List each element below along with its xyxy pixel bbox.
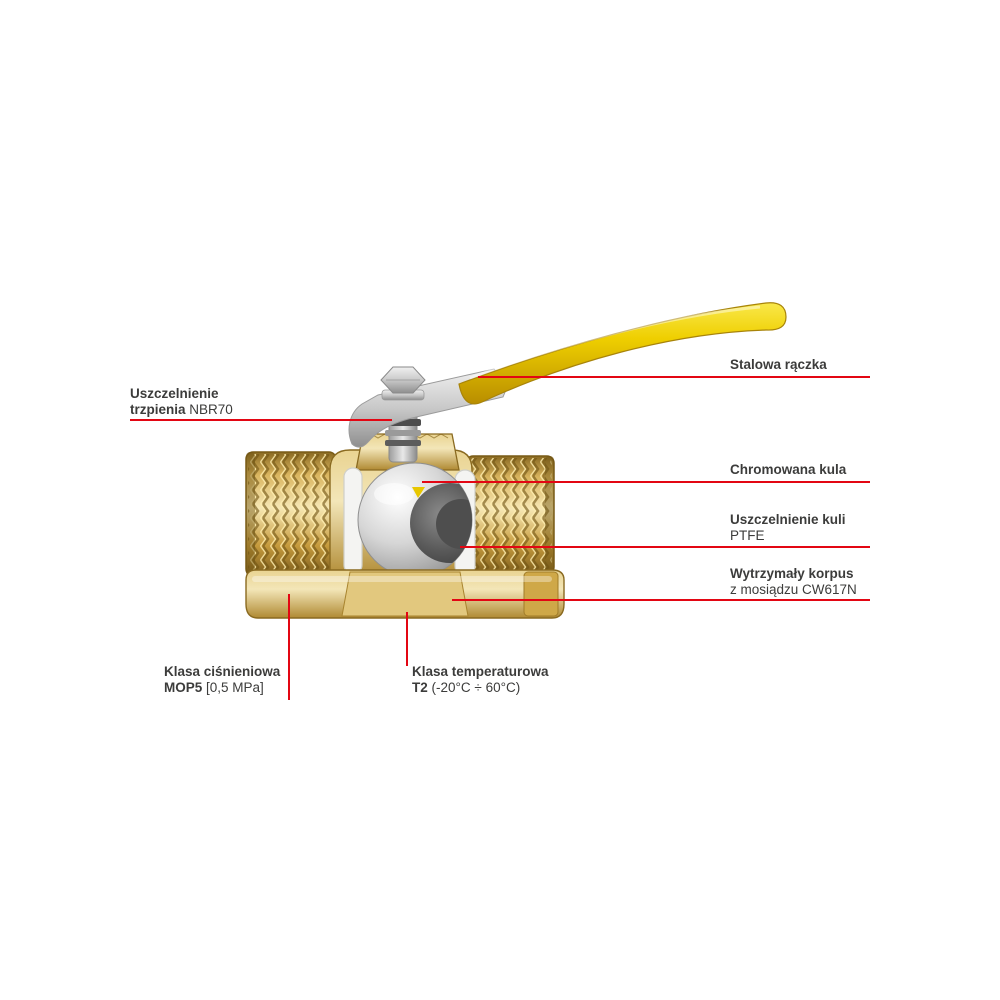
ball-title: Chromowana kula <box>730 462 847 477</box>
label-ball-seal: Uszczelnienie kuli PTFE <box>730 512 846 544</box>
handle-yellow-grip <box>458 302 787 405</box>
handle-title: Stalowa rączka <box>730 357 827 372</box>
pressure-class-title: Klasa ciśnieniowa <box>164 664 281 679</box>
label-pressure-class: Klasa ciśnieniowa MOP5 [0,5 MPa] <box>164 664 280 696</box>
temperature-class-value: (-20°C ÷ 60°C) <box>431 680 521 695</box>
leader-line-body <box>452 599 870 601</box>
stem-seal-title-2: trzpienia <box>130 402 186 417</box>
label-ball: Chromowana kula <box>730 462 846 478</box>
ball-seal-title: Uszczelnienie kuli <box>730 512 846 527</box>
ball-seal-value: PTFE <box>730 528 765 543</box>
label-handle: Stalowa rączka <box>730 357 827 373</box>
valve-right-threaded-port <box>465 455 555 575</box>
leader-line-handle <box>478 376 870 378</box>
valve-left-threaded-port <box>245 451 337 577</box>
leader-line-ball-seal <box>460 546 870 548</box>
label-stem-seal: Uszczelnienie trzpienia NBR70 <box>130 386 233 418</box>
temperature-class-title: Klasa temperaturowa <box>412 664 549 679</box>
body-value: z mosiądzu CW617N <box>730 582 857 597</box>
leader-line-pressure-class <box>288 594 290 700</box>
leader-line-stem-seal <box>130 419 392 421</box>
stem-nut <box>380 366 426 401</box>
stem-seal-title: Uszczelnienie <box>130 386 219 401</box>
ball-direction-marker <box>412 487 425 498</box>
temperature-class-code: T2 <box>412 680 428 695</box>
leader-line-temperature-class <box>406 612 408 666</box>
leader-line-ball <box>422 481 870 483</box>
pressure-class-value: [0,5 MPa] <box>206 680 264 695</box>
stem-seal-value: NBR70 <box>189 402 233 417</box>
body-title: Wytrzymały korpus <box>730 566 854 581</box>
label-temperature-class: Klasa temperaturowa T2 (-20°C ÷ 60°C) <box>412 664 549 696</box>
valve-bottom-hex <box>245 569 565 619</box>
pressure-class-code: MOP5 <box>164 680 203 695</box>
label-body: Wytrzymały korpus z mosiądzu CW617N <box>730 566 857 598</box>
